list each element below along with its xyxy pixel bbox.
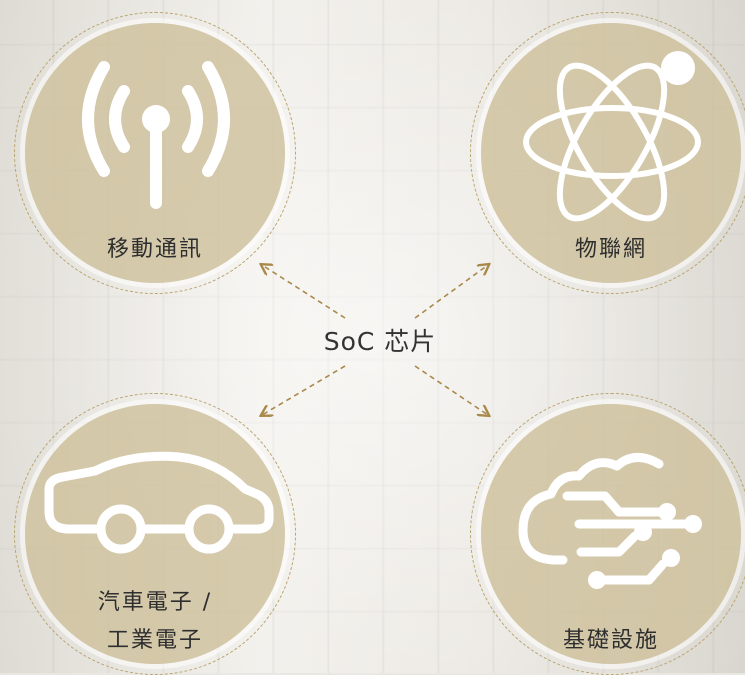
node-label: 移動通訊 [106,237,203,262]
arrow-to-infrastructure [414,365,488,415]
arrow-to-automotive [262,365,346,415]
cloud-network-icon [518,453,702,589]
node-label: 基礎設施 [562,628,659,653]
car-icon [44,451,274,554]
atom-icon [523,51,701,222]
node-label-line1: 汽車電子 / [97,590,213,615]
antenna-icon [82,61,230,209]
node-infrastructure: 基礎設施 [470,393,745,675]
node-label-line2: 工業電子 [106,628,203,653]
node-automotive-industrial: 汽車電子 / 工業電子 [14,393,296,675]
arrow-to-iot [414,265,488,319]
soc-chip-label: SoC 芯片 [323,327,437,356]
node-circle [481,23,741,283]
node-iot: 物聯網 [470,12,745,294]
node-circle [25,404,285,664]
node-mobile-communication: 移動通訊 [14,12,296,294]
node-label: 物聯網 [574,237,647,262]
arrow-to-mobile [262,265,346,319]
